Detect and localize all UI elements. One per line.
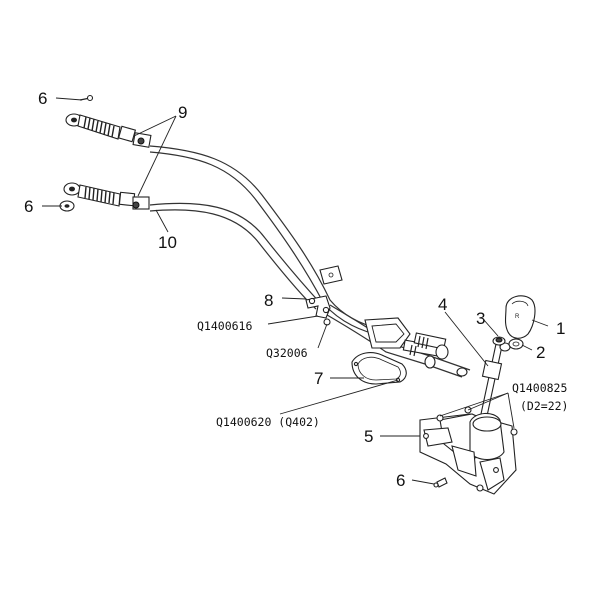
callout-7: 7	[314, 369, 323, 388]
partcode-q1400620: Q1400620 (Q402)	[216, 415, 320, 429]
cable-bracket-part-8	[305, 295, 331, 326]
partcode-q1400616: Q1400616	[197, 319, 252, 333]
boot-seal-part-7	[351, 352, 407, 385]
leader-lines	[42, 97, 549, 485]
lever-nut-part-3	[492, 336, 506, 346]
callout-8: 8	[264, 291, 273, 310]
callout-3: 3	[476, 309, 485, 328]
callout-6-bottom: 6	[396, 471, 405, 490]
retaining-pin-bottom	[433, 477, 448, 488]
callout-5: 5	[364, 427, 373, 446]
partcode-d2: (D2=22)	[520, 399, 568, 413]
callout-4: 4	[438, 295, 447, 314]
shift-knob-part-1: R	[504, 295, 536, 339]
svg-text:R: R	[515, 314, 520, 320]
retaining-washer-lower	[59, 200, 75, 212]
washer-part-2	[508, 338, 524, 350]
callout-6-lower: 6	[24, 197, 33, 216]
shifter-cable-fittings	[364, 317, 468, 377]
callout-10: 10	[158, 233, 177, 252]
shifter-housing-part-5	[419, 406, 518, 495]
cable-bracket-clip	[319, 265, 343, 285]
callout-2: 2	[536, 343, 545, 362]
partcode-q1400825: Q1400825	[512, 381, 567, 395]
partcode-q32006: Q32006	[266, 346, 308, 360]
lower-cable-end	[63, 182, 150, 210]
callout-6-upper: 6	[38, 89, 47, 108]
callout-labels: 6 9 6 10 8 4 3 1 2 7 5 6 Q1400616 Q32006…	[24, 89, 568, 490]
callout-9: 9	[178, 103, 187, 122]
upper-cable-end	[65, 113, 152, 148]
callout-1: 1	[556, 319, 565, 338]
